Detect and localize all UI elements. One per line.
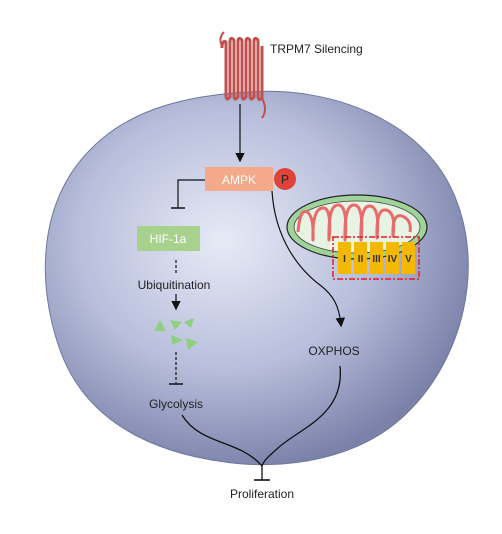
complex-2-label: II — [358, 254, 364, 265]
etc-dashed-box — [332, 236, 420, 280]
complex-5-box — [402, 242, 415, 274]
proliferation-label: Proliferation — [230, 487, 294, 501]
line-oxphos-to-proliferation — [261, 365, 341, 467]
complex-1-box — [338, 242, 351, 274]
arrow-ampk-to-oxphos — [271, 190, 346, 328]
degradation-fragments-icon — [154, 318, 198, 350]
complex-3-box — [370, 242, 383, 274]
complex-4-label: IV — [388, 254, 398, 265]
receptor-label: TRPM7 Silencing — [270, 42, 363, 56]
inhibit-ampk-to-hif — [177, 179, 205, 208]
ampk-box — [205, 167, 273, 191]
hif-box — [137, 226, 200, 251]
complex-4-box — [386, 242, 399, 274]
hif-label: HIF-1a — [150, 232, 187, 246]
oxphos-label: OXPHOS — [308, 344, 359, 358]
line-glycolysis-to-proliferation — [181, 414, 263, 467]
complex-3-label: III — [372, 254, 381, 265]
glycolysis-label: Glycolysis — [149, 397, 203, 411]
cell-membrane — [44, 90, 469, 466]
complex-1-label: I — [343, 254, 346, 265]
ampk-label: AMPK — [222, 173, 256, 187]
phospho-circle — [274, 168, 296, 190]
complex-2-box — [354, 242, 367, 274]
phospho-label: P — [281, 173, 289, 187]
trpm7-receptor-icon — [219, 31, 266, 119]
complex-5-label: V — [405, 254, 412, 265]
ubiquitination-label: Ubiquitination — [138, 278, 211, 292]
